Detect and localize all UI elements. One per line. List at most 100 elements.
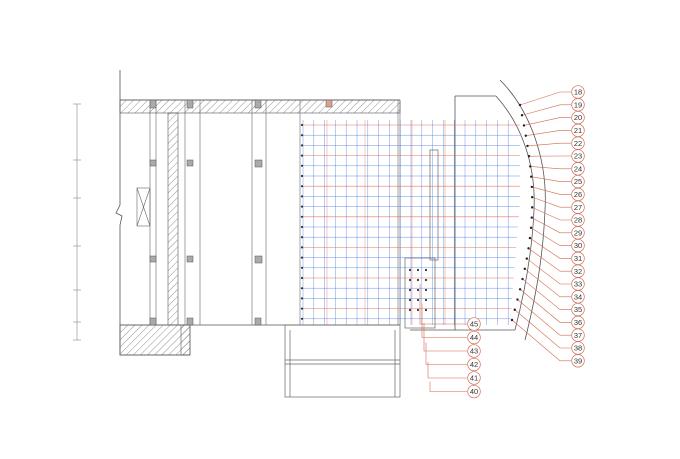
- fixture-dot: [300, 144, 304, 147]
- fixture-dot: [408, 308, 412, 312]
- fixture-dot: [300, 236, 304, 239]
- callout-bubble: [467, 384, 481, 399]
- callout-anchor-dot: [521, 277, 524, 281]
- callout-label: 25: [574, 177, 582, 186]
- fixture-dot: [424, 288, 428, 292]
- callout-leader: [524, 268, 571, 298]
- callout-leader: [425, 342, 467, 365]
- callout-leader: [531, 176, 571, 182]
- callout-label: 21: [574, 126, 582, 135]
- callout-label: 42: [470, 360, 478, 369]
- fixture-dot: [300, 256, 304, 259]
- callout-label: 33: [574, 280, 582, 289]
- callout-anchor-dot: [528, 236, 532, 240]
- callout-label: 38: [574, 344, 582, 353]
- callout-label: 18: [574, 88, 582, 97]
- callout-leader: [527, 142, 571, 147]
- fixture-dot: [300, 215, 304, 218]
- callout-label: 22: [574, 139, 582, 148]
- hatched-walls: [119, 99, 401, 356]
- callout-leader: [531, 217, 571, 234]
- fixture-dot: [424, 308, 428, 312]
- callout-anchor-dot: [527, 154, 531, 158]
- callout-leader: [531, 186, 571, 195]
- fixture-dot: [416, 278, 420, 282]
- callout-bubble: [467, 357, 481, 372]
- callout-anchor-dot: [523, 267, 526, 271]
- fixture-dot: [300, 246, 304, 249]
- callout-label: 35: [574, 305, 582, 314]
- left-dimension-line: [73, 103, 81, 341]
- fixture-dot: [416, 308, 420, 312]
- ceiling-grid-red: [303, 120, 520, 325]
- callout-leader: [423, 323, 467, 352]
- fixture-dot: [300, 164, 304, 167]
- callout-label: 28: [574, 216, 582, 225]
- callout-label: 37: [574, 331, 582, 340]
- fixture-dot: [300, 307, 304, 310]
- fixture-dot: [300, 266, 304, 269]
- fixture-dot: [300, 276, 304, 280]
- fixture-dot: [408, 278, 412, 282]
- fixture-dot: [300, 154, 304, 157]
- callout-label: 40: [470, 387, 478, 396]
- callout-leader: [522, 278, 571, 310]
- right-callouts: 1819202122232425262728293031323334353637…: [510, 85, 585, 368]
- fixture-dot: [300, 287, 304, 290]
- callout-label: 20: [574, 113, 582, 122]
- callout-bubble: [467, 344, 481, 358]
- callout-label: 27: [574, 203, 582, 212]
- callout-anchor-dot: [529, 226, 533, 230]
- callout-label: 44: [470, 333, 478, 342]
- fixture-dot: [408, 298, 412, 302]
- callout-leader: [526, 258, 571, 285]
- bottom-annex: [284, 149, 439, 398]
- fixture-dot: [300, 297, 304, 300]
- fixture-dot: [424, 278, 428, 282]
- callout-label: 39: [574, 356, 582, 365]
- callout-label: 41: [470, 374, 478, 383]
- callout-anchor-dot: [529, 175, 533, 178]
- callout-leader: [514, 309, 571, 349]
- fixture-dot: [416, 298, 420, 302]
- callout-anchor-dot: [518, 103, 522, 107]
- callout-anchor-dot: [513, 308, 516, 311]
- callout-label: 23: [574, 152, 582, 161]
- fixture-dot: [424, 298, 428, 302]
- fixture-dot: [300, 185, 304, 188]
- callout-leader: [517, 299, 571, 336]
- callout-leader: [421, 303, 467, 338]
- callout-leader: [532, 196, 571, 208]
- callout-leader: [427, 362, 467, 379]
- callout-anchor-dot: [518, 288, 522, 291]
- fixture-dot: [300, 205, 304, 208]
- callout-bubble: [467, 317, 481, 331]
- callout-anchor-dot: [516, 298, 519, 301]
- ceiling-grid-blue: [302, 120, 520, 325]
- callout-anchor-dot: [510, 318, 514, 322]
- callout-leader: [530, 227, 571, 246]
- callout-leader: [528, 248, 571, 272]
- callout-label: 19: [574, 100, 582, 109]
- fixture-dot: [408, 268, 412, 272]
- fixture-dot: [300, 225, 304, 229]
- callout-leader: [511, 319, 571, 362]
- callout-anchor-dot: [525, 257, 528, 260]
- callout-leader: [429, 381, 467, 392]
- callout-label: 26: [574, 190, 582, 199]
- fixture-dot: [300, 174, 304, 178]
- callout-label: 32: [574, 267, 582, 276]
- callout-label: 29: [574, 228, 582, 237]
- fixture-dot: [300, 123, 304, 127]
- callout-label: 24: [574, 164, 582, 173]
- callout-label: 36: [574, 318, 582, 327]
- fixture-dot: [300, 134, 304, 137]
- callout-anchor-dot: [530, 216, 533, 219]
- callout-bubble: [467, 330, 481, 345]
- callout-label: 31: [574, 254, 582, 263]
- fixture-dot: [408, 288, 412, 292]
- callout-anchor-dot: [522, 124, 526, 127]
- fixture-dot: [300, 195, 304, 198]
